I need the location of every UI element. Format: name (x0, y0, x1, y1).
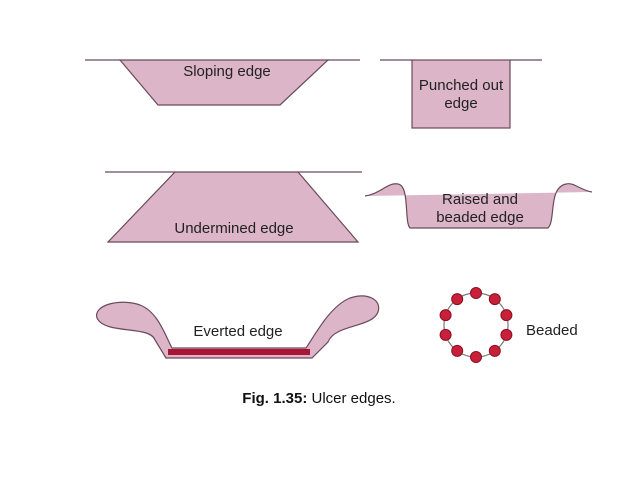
bead (451, 344, 464, 357)
beaded-label: Beaded (526, 322, 578, 339)
bead (500, 309, 513, 322)
raised-beaded-edge-label-line2: beaded edge (436, 209, 524, 226)
bead (488, 344, 501, 357)
undermined-edge-figure: Undermined edge (105, 171, 362, 243)
beaded-figure: Beaded (439, 287, 578, 363)
undermined-edge-label: Undermined edge (174, 220, 293, 237)
sloping-edge-label: Sloping edge (183, 63, 271, 80)
figure-number: Fig. 1.35: (242, 390, 308, 407)
raised-beaded-edge-label-line1: Raised and (442, 191, 518, 208)
bead (488, 293, 501, 306)
bead (500, 328, 513, 341)
sloping-edge-shape (118, 59, 330, 106)
bead (439, 309, 452, 322)
caption-text: Ulcer edges. (307, 390, 396, 407)
punched-out-edge-figure: Punched out edge (380, 59, 542, 129)
everted-edge-label: Everted edge (193, 323, 282, 340)
beads-group (439, 287, 513, 363)
everted-edge-base (168, 349, 310, 355)
bead (439, 328, 452, 341)
everted-edge-shape (96, 295, 380, 359)
bead (470, 287, 482, 299)
everted-edge-figure: Everted edge (96, 295, 380, 359)
bead (470, 351, 482, 363)
raised-beaded-edge-figure: Raised and beaded edge (364, 183, 593, 229)
sloping-edge-figure: Sloping edge (85, 59, 360, 106)
bead (451, 293, 464, 306)
punched-out-edge-shape (411, 59, 511, 129)
raised-beaded-edge-shape (364, 183, 593, 229)
punched-out-edge-label-line2: edge (444, 95, 477, 112)
figure-caption: Fig. 1.35: Ulcer edges. (0, 390, 638, 407)
punched-out-edge-label-line1: Punched out (419, 77, 504, 94)
undermined-edge-shape (106, 171, 360, 243)
